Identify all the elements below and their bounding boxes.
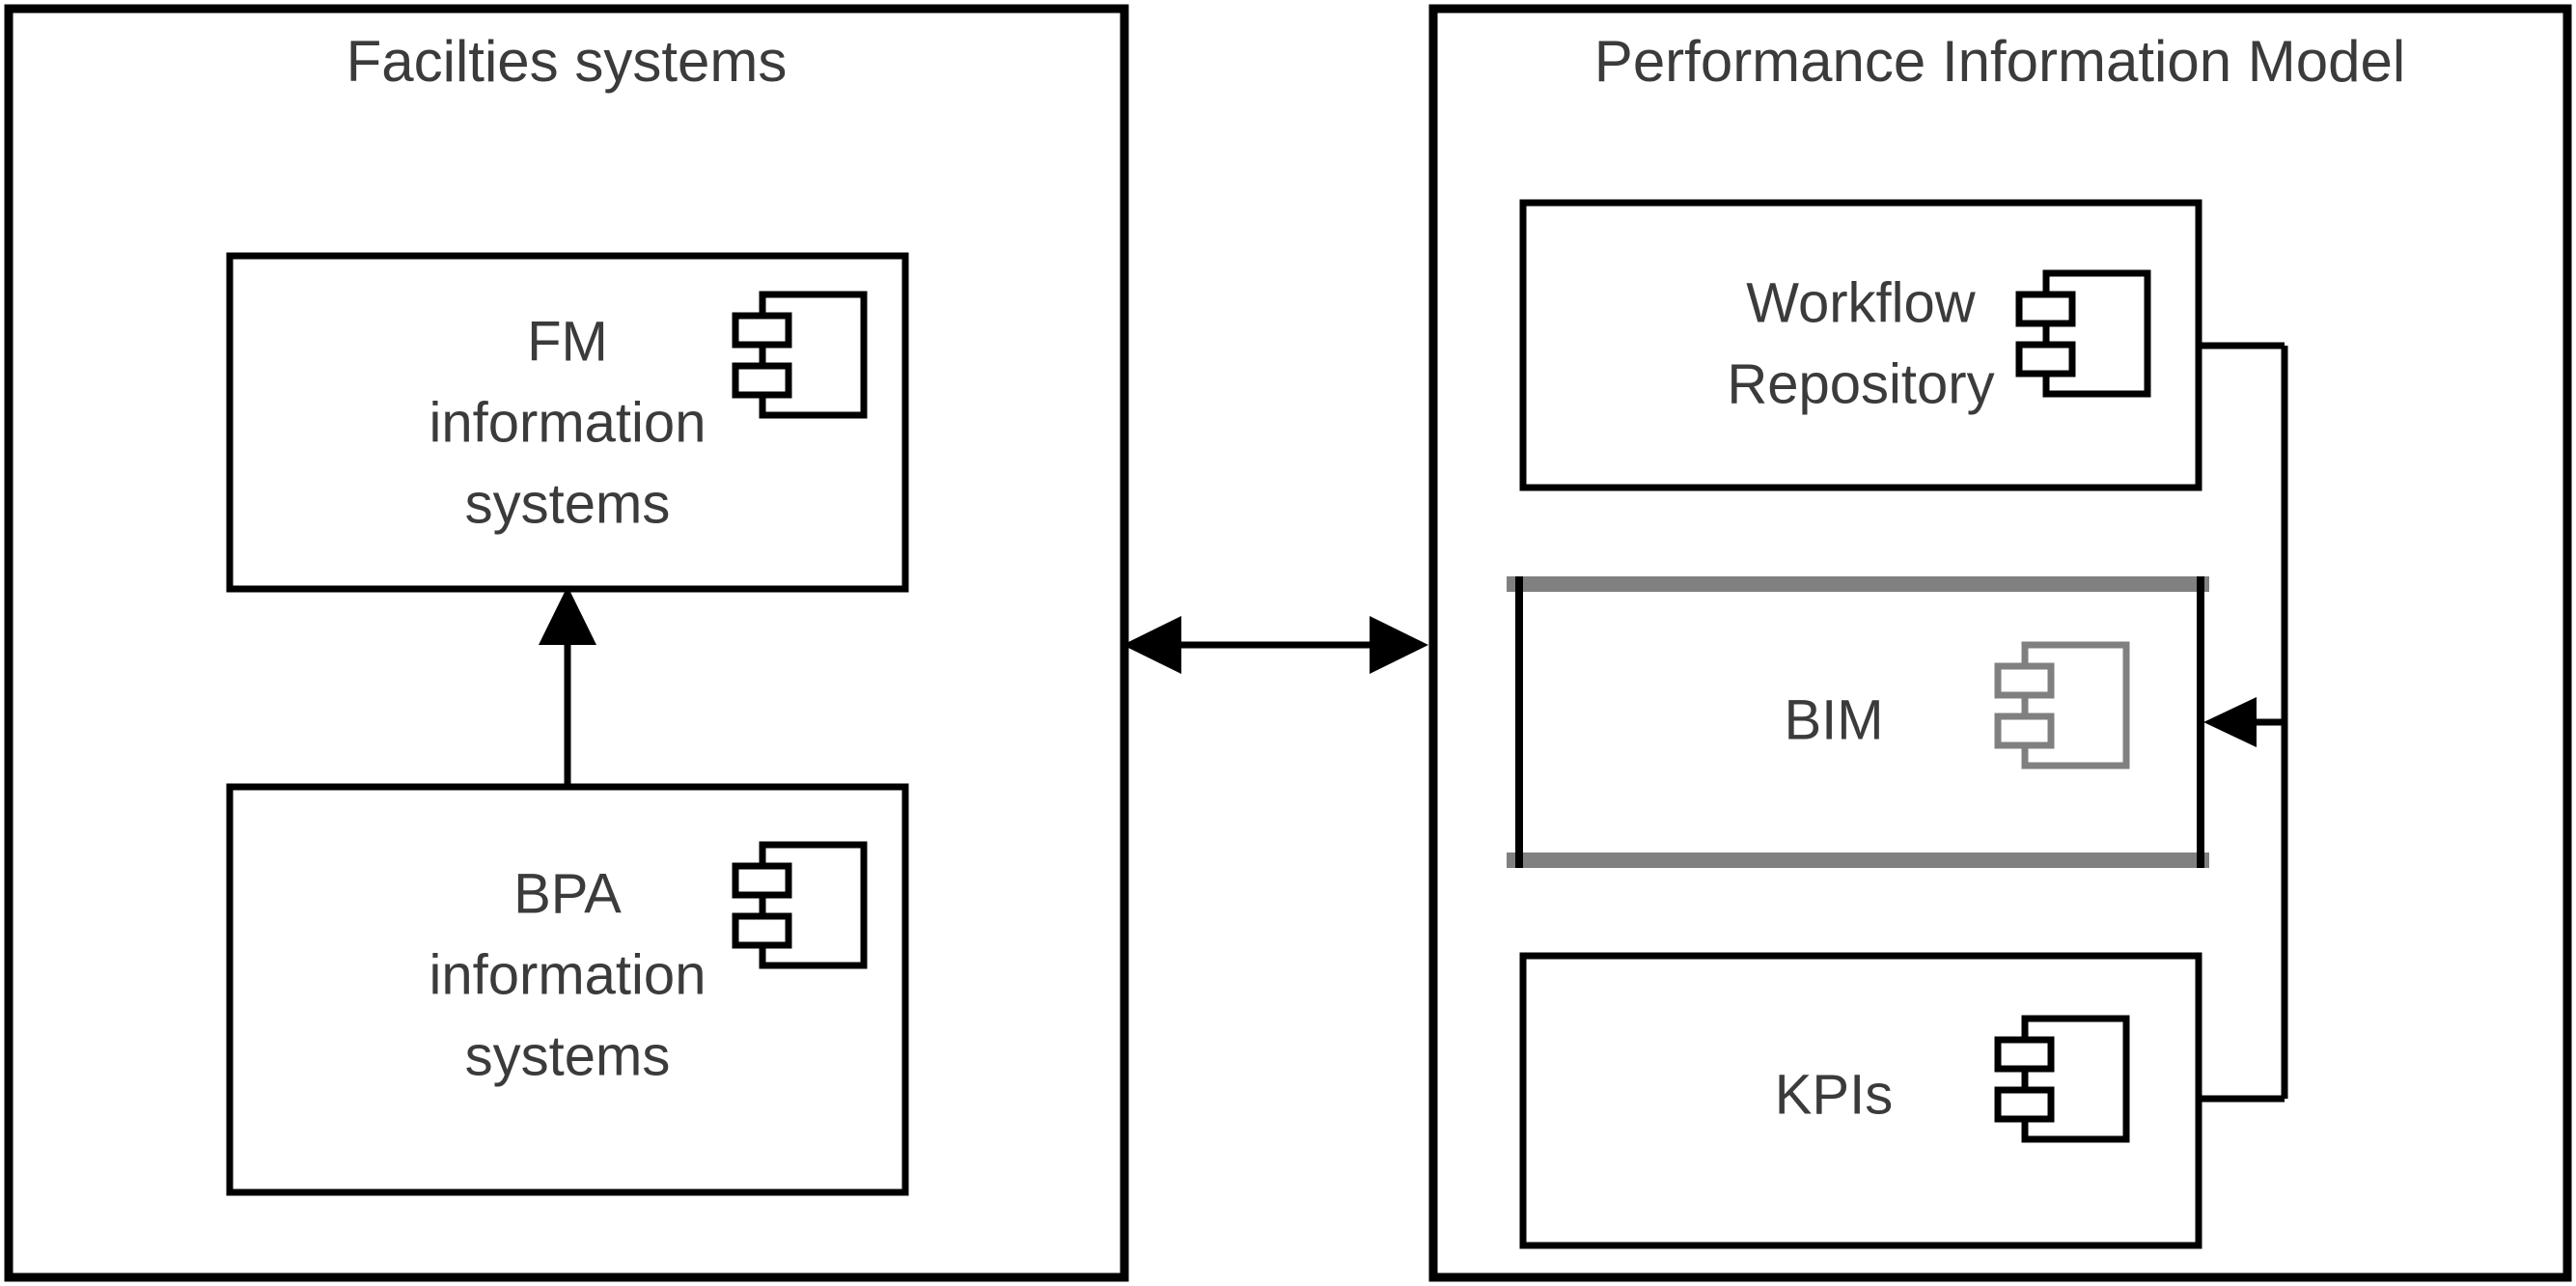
- component-bim[interactable]: BIM: [1507, 576, 2209, 868]
- uml-component-icon: [1994, 1015, 2130, 1143]
- workflow-label-line2: Repository: [1727, 352, 1994, 415]
- uml-component-icon: [732, 291, 868, 419]
- bpa-label-line1: BPA: [513, 862, 622, 925]
- uml-component-icon: [2015, 269, 2151, 398]
- workflow-label-line1: Workflow: [1746, 271, 1977, 334]
- kpis-label-line1: KPIs: [1775, 1063, 1894, 1126]
- component-fm-information-systems[interactable]: FM information systems: [226, 252, 909, 593]
- fm-label-line3: systems: [465, 472, 671, 535]
- connector-panels-bidirectional: [1122, 616, 1428, 674]
- component-kpis[interactable]: KPIs: [1519, 952, 2202, 1249]
- fm-label-line2: information: [429, 391, 706, 454]
- bpa-label-line3: systems: [465, 1024, 671, 1087]
- panel-facilities-title: Facilties systems: [346, 29, 788, 94]
- bim-label-line1: BIM: [1784, 688, 1883, 751]
- uml-component-icon: [732, 841, 868, 969]
- uml-component-icon: [1994, 641, 2130, 769]
- arrow-head-into-bim: [2203, 697, 2257, 747]
- component-workflow-repository[interactable]: Workflow Repository: [1519, 199, 2202, 491]
- fm-label-line1: FM: [527, 310, 608, 373]
- bim-top-bar: [1507, 576, 2209, 592]
- bpa-label-line2: information: [429, 943, 706, 1006]
- bim-bottom-bar: [1507, 853, 2209, 868]
- arrow-head-left: [1122, 616, 1181, 674]
- arrow-head-up: [539, 586, 596, 645]
- connector-bpa-to-fm: [539, 586, 596, 787]
- panel-pim-title: Performance Information Model: [1594, 29, 2405, 94]
- arrow-head-right: [1370, 616, 1428, 674]
- connector-right-routing: [2199, 342, 2288, 1103]
- component-bpa-information-systems[interactable]: BPA information systems: [226, 783, 909, 1196]
